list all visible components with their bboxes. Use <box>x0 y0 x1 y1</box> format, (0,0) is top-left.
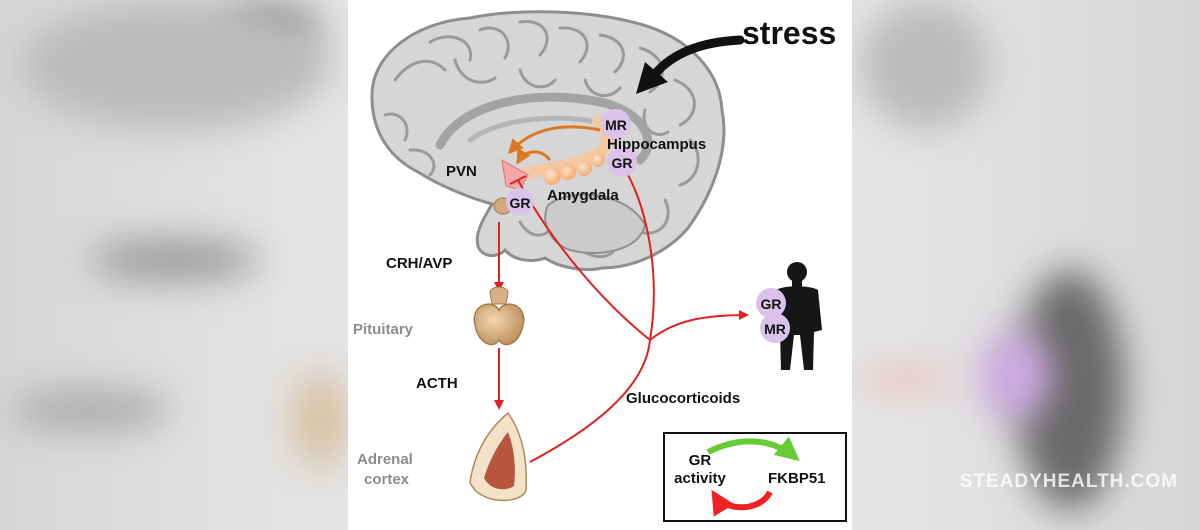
gr-fkbp51-inset: GR activity FKBP51 <box>663 432 847 522</box>
mr-hippocampus-bubble <box>601 109 631 139</box>
mr-body-label: MR <box>764 321 786 337</box>
blurred-brain <box>20 0 330 130</box>
fkbp51-to-gr-arrow <box>711 489 773 517</box>
pituitary-gland <box>473 286 525 346</box>
glucocorticoid-main-curve <box>529 339 651 463</box>
pituitary-label: Pituitary <box>353 321 414 338</box>
corpus-callosum <box>435 92 653 165</box>
inset-gr-label: GR <box>689 452 712 469</box>
pvn-label: PVN <box>446 163 477 180</box>
brain-outline <box>370 10 726 272</box>
adrenal-label-line1: Adrenal <box>357 451 413 468</box>
blurred-receptor <box>980 330 1050 420</box>
gr-hippocampus-label: GR <box>612 155 633 171</box>
blurred-adrenal <box>290 370 350 470</box>
adrenal-label-line2: cortex <box>364 471 410 488</box>
hippocampus-label: Hippocampus <box>607 136 706 153</box>
acth-label: ACTH <box>416 375 458 392</box>
glucocorticoid-to-hippocampus-inhibition <box>621 163 655 341</box>
glucocorticoids-label: Glucocorticoids <box>626 390 740 407</box>
steadyhealth-watermark: STEADYHEALTH.COM <box>959 471 1178 492</box>
stress-label: stress <box>742 15 836 51</box>
pvn-inhibition-bar <box>509 175 527 185</box>
gr-body-label: GR <box>761 296 782 312</box>
crh-avp-label: CRH/AVP <box>386 255 452 272</box>
cerebellum <box>544 193 647 254</box>
mr-body-bubble <box>760 313 790 343</box>
stress-arrow-head <box>636 62 668 94</box>
gr-to-fkbp51-arrow <box>706 436 800 462</box>
adrenal-gland <box>469 411 528 502</box>
glucocorticoid-to-body-arrow <box>649 310 749 341</box>
brain <box>370 10 726 272</box>
hippocampus-to-pvn-arrow <box>507 125 601 155</box>
inset-fkbp51-label: FKBP51 <box>768 470 826 487</box>
amygdala-shape <box>543 153 605 185</box>
amygdala-to-pvn-arrow <box>516 147 552 165</box>
receptor-bubbles <box>506 109 790 343</box>
gr-pvn-label: GR <box>510 195 531 211</box>
mr-hippocampus-label: MR <box>605 117 627 133</box>
blurred-label-2 <box>10 390 170 430</box>
blurred-arrow <box>860 370 950 388</box>
gr-pvn-bubble <box>506 188 534 216</box>
blurred-label <box>90 240 260 280</box>
gr-hippocampus-bubble <box>607 147 637 177</box>
stress-arrow <box>650 35 745 79</box>
blurred-brain-right <box>860 0 990 130</box>
inset-activity-label: activity <box>674 470 726 487</box>
gr-body-bubble <box>756 288 786 318</box>
amygdala-label: Amygdala <box>547 187 619 204</box>
